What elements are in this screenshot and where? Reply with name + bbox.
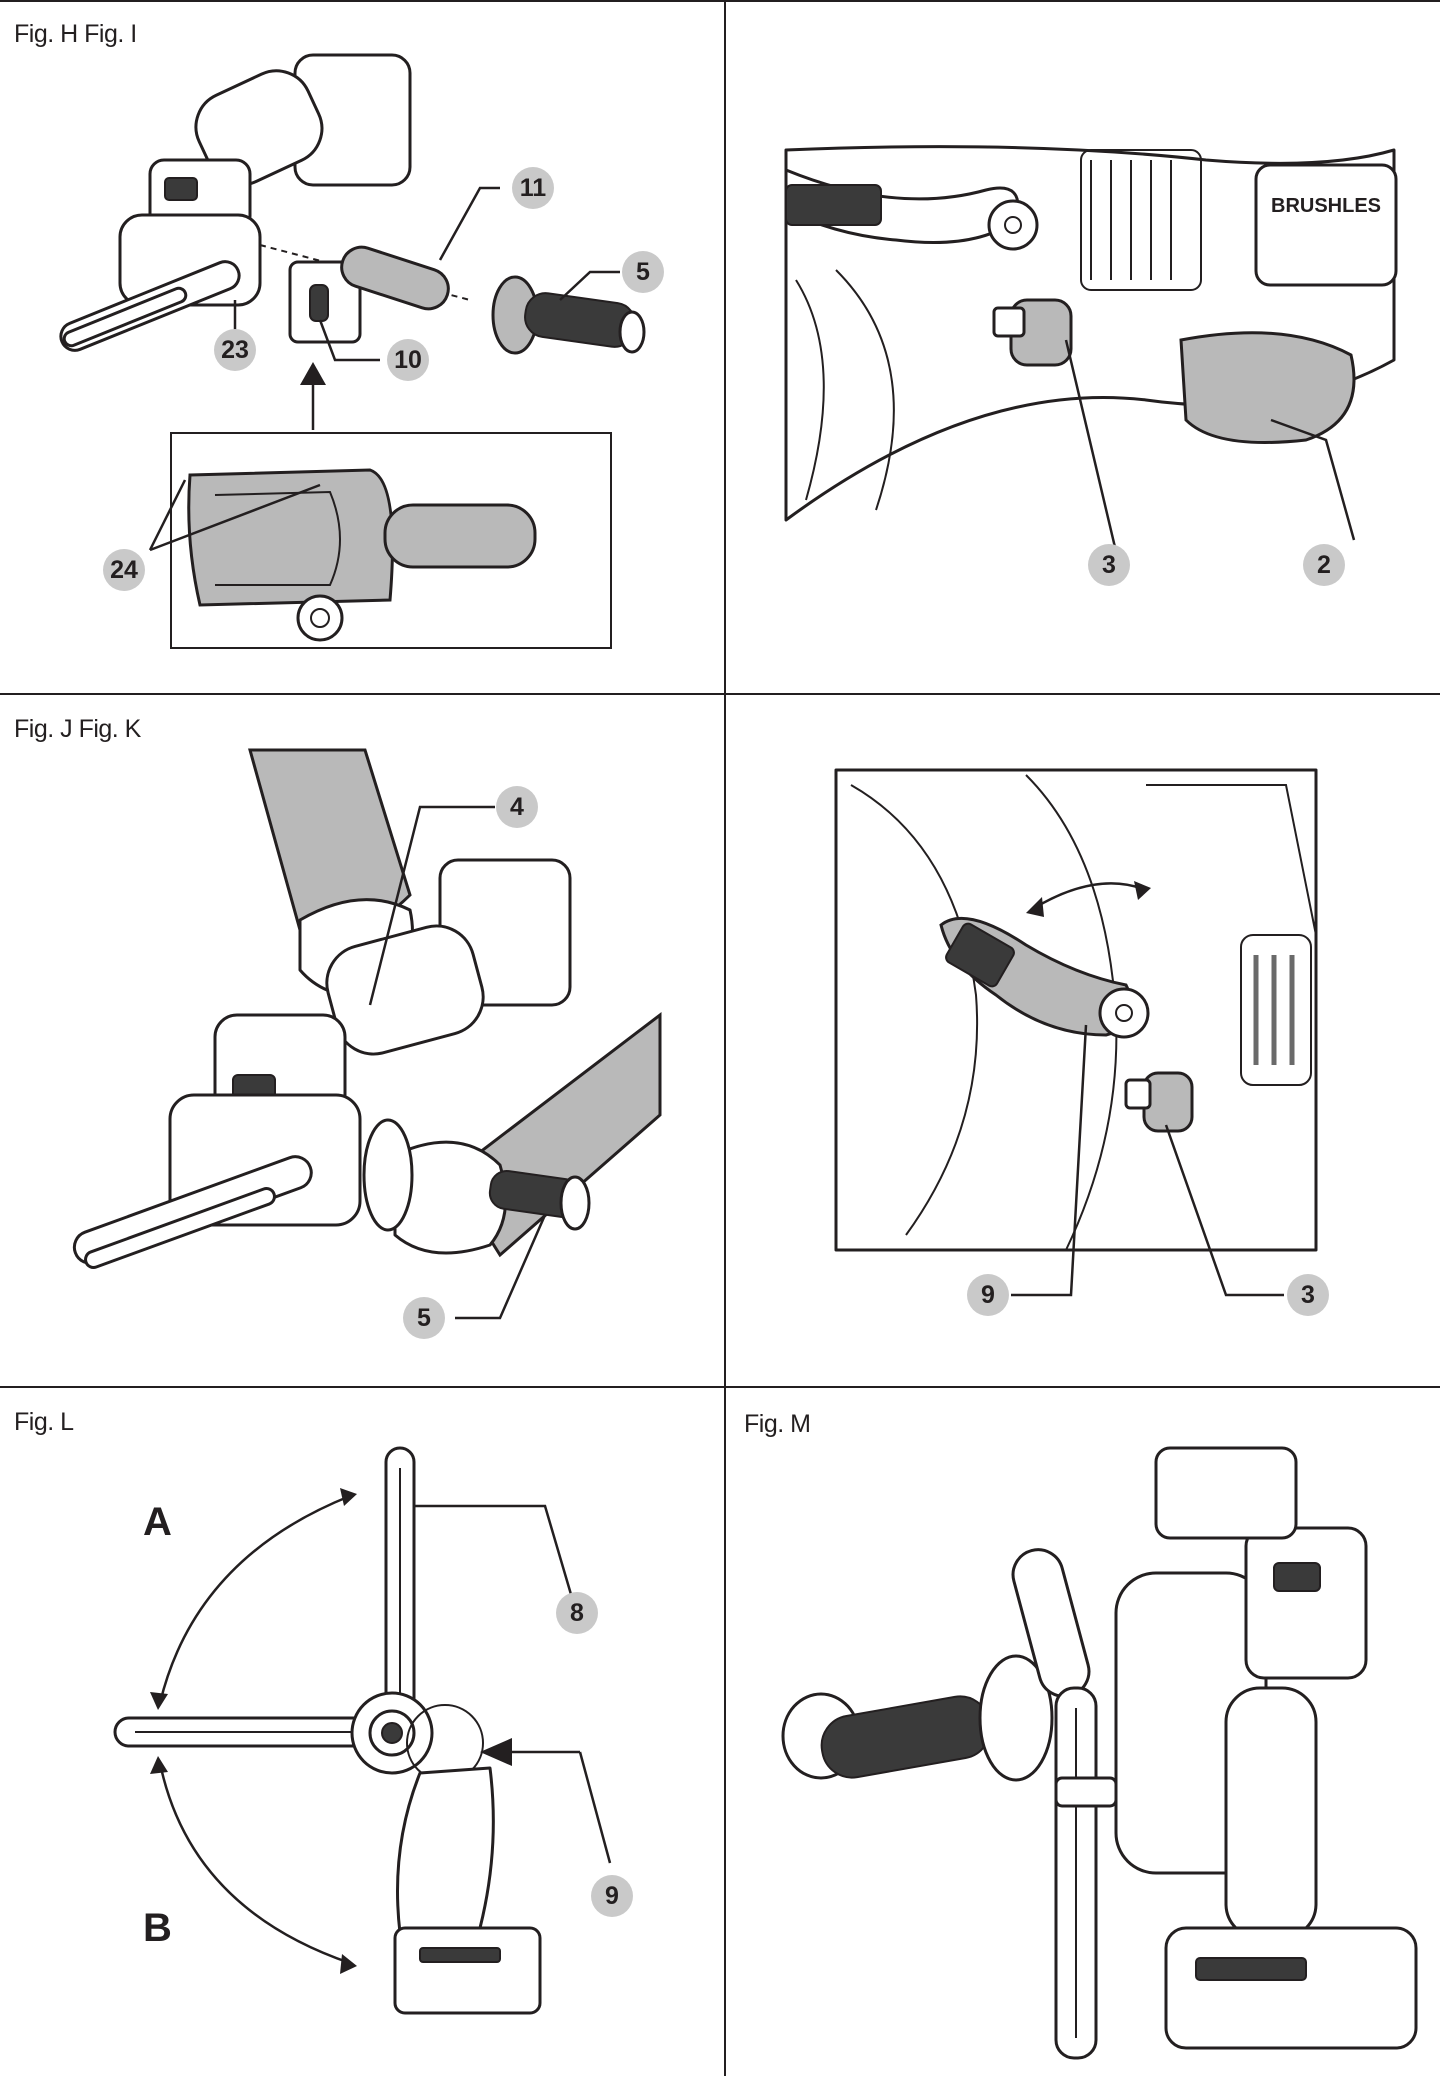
svg-text:5: 5 bbox=[636, 258, 650, 286]
fig-k-detail-illustration: 9 3 bbox=[834, 768, 1329, 1316]
svg-text:4: 4 bbox=[510, 793, 524, 821]
rotation-arc-b bbox=[150, 1756, 357, 1974]
leader-5 bbox=[455, 1214, 547, 1320]
leader-8 bbox=[414, 1504, 577, 1609]
panel-fig-l: Fig. L bbox=[0, 1388, 724, 2076]
callout-24: 24 bbox=[103, 549, 145, 591]
inset-arrow-head bbox=[300, 362, 326, 385]
svg-text:9: 9 bbox=[981, 1281, 995, 1309]
center-divider bbox=[724, 0, 726, 2076]
svg-text:10: 10 bbox=[394, 346, 422, 374]
callout-5: 5 bbox=[403, 1297, 445, 1339]
callout-3: 3 bbox=[1088, 544, 1130, 586]
leader-9 bbox=[1011, 1024, 1088, 1297]
leader-2 bbox=[1270, 418, 1356, 541]
side-handle bbox=[781, 1548, 1091, 1782]
operator-arm-bottom bbox=[362, 1011, 662, 1258]
svg-text:24: 24 bbox=[110, 556, 138, 584]
leader-5 bbox=[559, 270, 620, 301]
callout-3: 3 bbox=[1287, 1274, 1329, 1316]
fig-label-h-i: Fig. H Fig. I bbox=[14, 20, 137, 48]
locking-lever bbox=[939, 916, 1150, 1039]
leader-10 bbox=[318, 319, 380, 362]
position-b-label: B bbox=[143, 1906, 172, 1950]
svg-text:2: 2 bbox=[1317, 551, 1331, 579]
release-button bbox=[992, 298, 1073, 367]
belt-sander-tool bbox=[72, 858, 572, 1269]
panel-fig-m: Fig. M bbox=[726, 1388, 1445, 2076]
svg-text:3: 3 bbox=[1301, 1281, 1315, 1309]
fig-h-i-illustration: 11 5 23 10 24 bbox=[59, 53, 664, 649]
panel-fig-h-i: Fig. H Fig. I bbox=[0, 0, 724, 693]
callout-9: 9 bbox=[967, 1274, 1009, 1316]
row-divider-1 bbox=[0, 693, 1440, 695]
svg-text:3: 3 bbox=[1102, 551, 1116, 579]
fig-j-k-illustration: 4 5 bbox=[72, 748, 662, 1339]
panel-fig-i-detail: BRUSHLES 3 2 bbox=[726, 0, 1445, 693]
row-divider-2 bbox=[0, 1386, 1440, 1388]
leader-24a bbox=[148, 479, 187, 551]
leader-4 bbox=[368, 805, 495, 1006]
tool-body bbox=[1114, 1446, 1418, 2050]
detail-inset-box bbox=[170, 432, 612, 649]
svg-text:5: 5 bbox=[417, 1304, 431, 1332]
pointer-arrow bbox=[480, 1738, 580, 1766]
switch-slider bbox=[1179, 331, 1356, 444]
fig-m-illustration bbox=[781, 1446, 1418, 2060]
callout-10: 10 bbox=[387, 339, 429, 381]
callout-5: 5 bbox=[622, 251, 664, 293]
belt-sander-tool bbox=[59, 53, 471, 352]
leader-24b bbox=[149, 483, 321, 552]
fig-label-j-k: Fig. J Fig. K bbox=[14, 715, 141, 743]
top-rule bbox=[0, 0, 1440, 2]
svg-text:23: 23 bbox=[221, 336, 249, 364]
svg-text:9: 9 bbox=[605, 1882, 619, 1910]
brand-text: BRUSHLES bbox=[1271, 195, 1381, 217]
leader-3 bbox=[1164, 1124, 1284, 1297]
svg-text:11: 11 bbox=[520, 174, 547, 202]
svg-text:8: 8 bbox=[570, 1599, 584, 1627]
inset-adapter-detail bbox=[187, 468, 537, 642]
release-button bbox=[1124, 1071, 1194, 1133]
tool-body bbox=[350, 1691, 542, 2015]
fig-label-m: Fig. M bbox=[744, 1410, 811, 1438]
leader-9 bbox=[578, 1751, 612, 1864]
callout-23: 23 bbox=[214, 329, 256, 371]
leader-11 bbox=[438, 186, 500, 261]
callout-9: 9 bbox=[591, 1875, 633, 1917]
rotation-arc-a bbox=[150, 1488, 357, 1710]
panel-fig-j-k: Fig. J Fig. K bbox=[0, 695, 724, 1386]
position-a-label: A bbox=[143, 1500, 172, 1544]
side-handle bbox=[491, 275, 646, 355]
belt-arm-vertical bbox=[1054, 1686, 1118, 2060]
locking-lever bbox=[784, 168, 1039, 251]
fig-l-illustration: A B 8 9 bbox=[113, 1446, 633, 2015]
callout-8: 8 bbox=[556, 1592, 598, 1634]
callout-2: 2 bbox=[1303, 544, 1345, 586]
callout-11: 11 bbox=[512, 167, 554, 209]
rotation-arrow bbox=[1026, 881, 1151, 917]
leader-3 bbox=[1064, 339, 1120, 561]
panel-fig-k-detail: 9 3 bbox=[726, 695, 1445, 1386]
fig-label-l: Fig. L bbox=[14, 1408, 74, 1436]
fig-i-detail-illustration: BRUSHLES 3 2 bbox=[784, 145, 1398, 586]
handle-adapter bbox=[288, 245, 450, 344]
callout-4: 4 bbox=[496, 786, 538, 828]
